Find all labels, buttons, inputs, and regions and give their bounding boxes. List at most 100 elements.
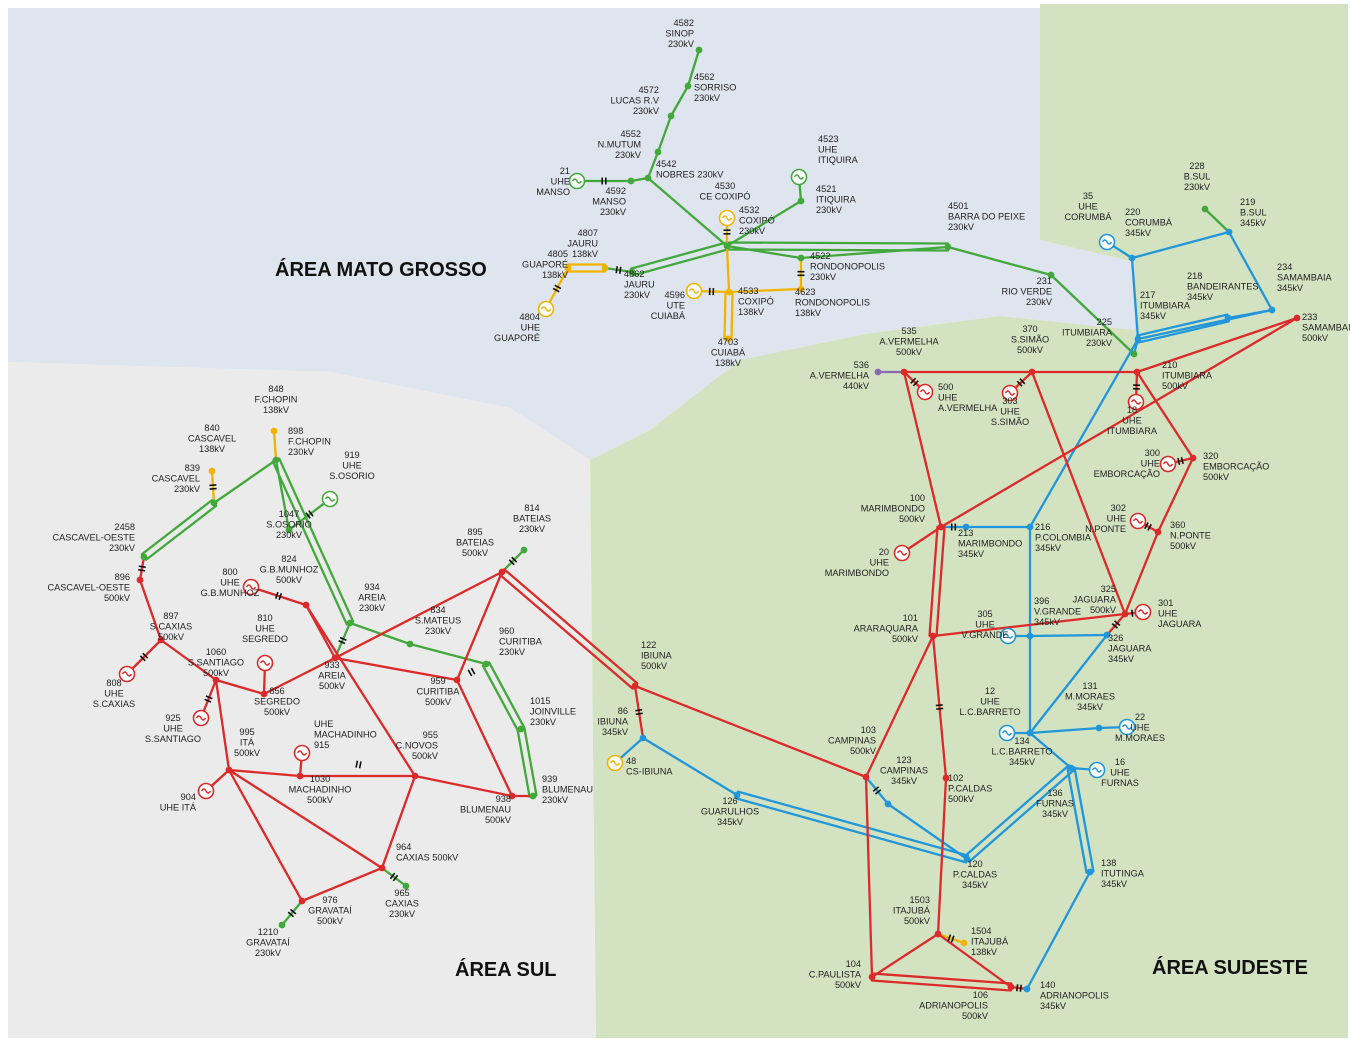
generator-icon	[999, 627, 1017, 645]
transformer-mark	[950, 935, 955, 943]
area-label-sul: ÁREA SUL	[455, 958, 556, 981]
generator-icon	[998, 724, 1016, 742]
line-839-2458-c2	[144, 504, 218, 561]
generator-icon	[1127, 393, 1145, 411]
bus-label-line: CAXIAS 500kV	[396, 853, 459, 863]
bus-label-line: 345kV	[1240, 218, 1267, 228]
bus-label-line: 898	[288, 426, 303, 436]
bus-label-line: UHE	[1000, 407, 1019, 417]
bus-label-line: 140	[1040, 980, 1055, 990]
generator-icon	[537, 300, 555, 318]
bus-label-line: 4703	[718, 337, 738, 347]
bus-node	[962, 523, 970, 531]
line-4501-231	[946, 245, 1053, 277]
bus-label-line: CURITIBA	[499, 637, 543, 647]
bus-label-line: 4532	[739, 205, 759, 215]
bus-label-line: MACHADINHO	[289, 785, 352, 795]
bus-node	[140, 553, 148, 561]
bus-node	[797, 285, 805, 293]
line-960-1015-c2	[487, 661, 526, 729]
transformer-mark	[338, 640, 346, 645]
bus-node	[942, 774, 950, 782]
line-4552-4542	[646, 150, 660, 180]
bus-label-line: 325	[1101, 584, 1116, 594]
line-396-326	[1028, 633, 1109, 638]
bus-label-line: N.PONTE	[1170, 531, 1211, 541]
bus-label-line: 345kV	[1140, 311, 1167, 321]
bus-label-line: 86	[618, 706, 628, 716]
bus-label-line: EMBORCAÇÃO	[1094, 469, 1160, 479]
bus-label-line: NOBRES 230kV	[656, 170, 724, 180]
bus-label-line: 138kV	[971, 947, 998, 957]
bus-label-line: 123	[896, 755, 911, 765]
bus-node	[331, 654, 339, 662]
bus-label-line: 122	[641, 640, 656, 650]
bus-label-line: IBIUNA	[597, 717, 629, 727]
bus-label-line: 345kV	[891, 776, 918, 786]
bus-label-line: M.MORAES	[1115, 733, 1165, 743]
transformer-mark	[1111, 622, 1119, 629]
bus-label-line: 1047	[279, 509, 299, 519]
bus-label-line: 101	[903, 613, 918, 623]
bus-label-line: BATEIAS	[513, 514, 551, 524]
bus-label-line: 136	[1047, 788, 1062, 798]
bus-label-line: GUAPORÉ	[522, 260, 568, 270]
transformer-mark	[872, 786, 880, 792]
bus-label-line: 896	[115, 572, 130, 582]
line-934-834	[348, 621, 412, 646]
bus-node	[725, 288, 733, 296]
transformer-mark	[205, 695, 213, 700]
bus-label-line: 4592	[606, 186, 626, 196]
generator-icon	[718, 209, 736, 227]
bus-label-line: UHE	[1078, 202, 1097, 212]
bus-label-line: 4542	[656, 159, 676, 169]
line-1060-856	[214, 678, 266, 696]
bus-label-line: 955	[423, 730, 438, 740]
bus-label-line: 138kV	[715, 358, 742, 368]
line-360-325	[1123, 530, 1160, 616]
bus-label-line: S.SANTIAGO	[188, 658, 244, 668]
bus-node	[960, 939, 968, 947]
bus-node	[1134, 335, 1142, 343]
bus-label-line: 303	[1002, 396, 1017, 406]
bus-label-line: UHE	[104, 689, 123, 699]
bus-node	[225, 766, 233, 774]
bus-label-line: 320	[1203, 451, 1218, 461]
area-sul-bg	[8, 362, 596, 1038]
bus-node	[1095, 724, 1103, 732]
bus-node	[628, 268, 636, 276]
line-136-120-c1	[963, 764, 1070, 858]
bus-label-line: JOINVILLE	[530, 707, 576, 717]
transformer-mark	[467, 669, 473, 677]
bus-label-line: ITUMBIARA	[1062, 328, 1113, 338]
bus-label-line: 216	[1035, 522, 1050, 532]
transformer-mark	[1131, 609, 1134, 617]
bus-label-line: CS-IBIUNA	[626, 767, 673, 777]
bus-label-line: 345kV	[1101, 879, 1128, 889]
bus-node	[298, 897, 306, 905]
bus-label-line: CORUMBÁ	[1125, 218, 1173, 228]
line-104-1503	[870, 932, 940, 979]
bus-node	[797, 197, 805, 205]
bus-label-line: 500kV	[835, 980, 862, 990]
bus-label-line: 4804	[520, 312, 540, 322]
line-839-2458-c1	[140, 499, 214, 556]
bus-node	[862, 773, 870, 781]
bus-label-line: 500kV	[104, 593, 131, 603]
bus-label-line: 834	[430, 605, 445, 615]
line-1503-1504	[936, 932, 966, 945]
